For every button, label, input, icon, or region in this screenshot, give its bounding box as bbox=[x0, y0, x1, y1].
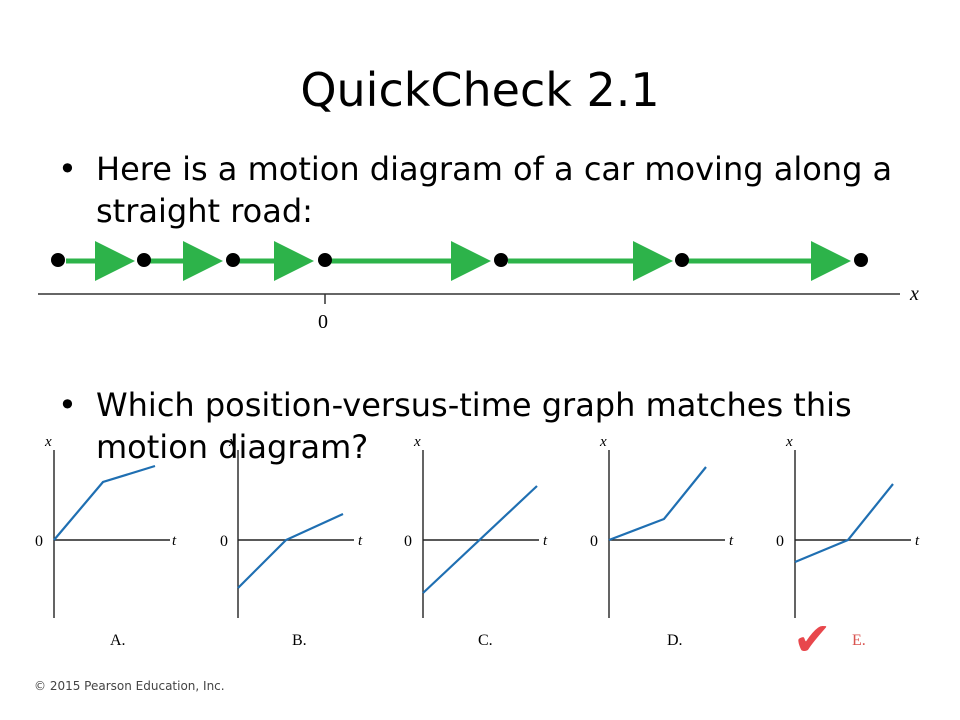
x-axis-label: x bbox=[909, 283, 919, 305]
graph-option-e[interactable]: x t 0 E. ✔ bbox=[776, 434, 920, 666]
graph-option-label: B. bbox=[292, 632, 307, 649]
car-position-dot bbox=[675, 253, 689, 267]
graph-origin-label: 0 bbox=[590, 533, 598, 550]
graph-curve bbox=[422, 485, 538, 594]
graph-option-a[interactable]: x t 0 A. bbox=[35, 434, 177, 649]
graph-x-label: x bbox=[44, 434, 52, 450]
copyright-footer: © 2015 Pearson Education, Inc. bbox=[34, 679, 225, 693]
car-position-dot bbox=[854, 253, 868, 267]
car-position-dot bbox=[51, 253, 65, 267]
car-position-dot bbox=[318, 253, 332, 267]
graph-origin-label: 0 bbox=[776, 533, 784, 550]
bullet-text: Which position-versus-time graph matches… bbox=[96, 386, 852, 466]
graph-option-b[interactable]: x t 0 B. bbox=[220, 434, 363, 649]
graph-option-c[interactable]: x t 0 C. bbox=[404, 434, 548, 649]
graph-t-label: t bbox=[915, 533, 920, 549]
graph-x-label: x bbox=[228, 434, 236, 450]
graph-option-d[interactable]: x t 0 D. bbox=[590, 434, 734, 649]
graph-origin-label: 0 bbox=[35, 533, 43, 550]
graph-t-label: t bbox=[729, 533, 734, 549]
graph-option-label: A. bbox=[110, 632, 126, 649]
graph-curve bbox=[237, 512, 344, 589]
slide-title: QuickCheck 2.1 bbox=[300, 63, 660, 117]
car-position-dot bbox=[137, 253, 151, 267]
bullet-motion-diagram: • Here is a motion diagram of a car movi… bbox=[58, 148, 918, 238]
bullet-text: Here is a motion diagram of a car moving… bbox=[96, 150, 893, 230]
graph-option-label: D. bbox=[667, 632, 683, 649]
car-position-dot bbox=[226, 253, 240, 267]
graph-x-label: x bbox=[413, 434, 421, 450]
car-position-dot bbox=[494, 253, 508, 267]
motion-diagram: x 0 bbox=[38, 241, 919, 333]
graph-t-label: t bbox=[543, 533, 548, 549]
graph-t-label: t bbox=[358, 533, 363, 549]
graph-t-label: t bbox=[172, 533, 177, 549]
bullet-question: • Which position-versus-time graph match… bbox=[58, 384, 918, 474]
graph-x-label: x bbox=[785, 434, 793, 450]
bullet-marker: • bbox=[58, 150, 77, 188]
graph-curve bbox=[53, 464, 156, 541]
origin-label: 0 bbox=[318, 311, 328, 333]
graph-origin-label: 0 bbox=[220, 533, 228, 550]
answer-check-icon: ✔ bbox=[793, 612, 832, 666]
graph-option-label: C. bbox=[478, 632, 493, 649]
graph-curve bbox=[608, 466, 707, 542]
graph-curve bbox=[794, 483, 894, 564]
graph-option-label: E. bbox=[852, 632, 866, 649]
bullet-marker: • bbox=[58, 386, 77, 424]
graph-x-label: x bbox=[599, 434, 607, 450]
graph-origin-label: 0 bbox=[404, 533, 412, 550]
